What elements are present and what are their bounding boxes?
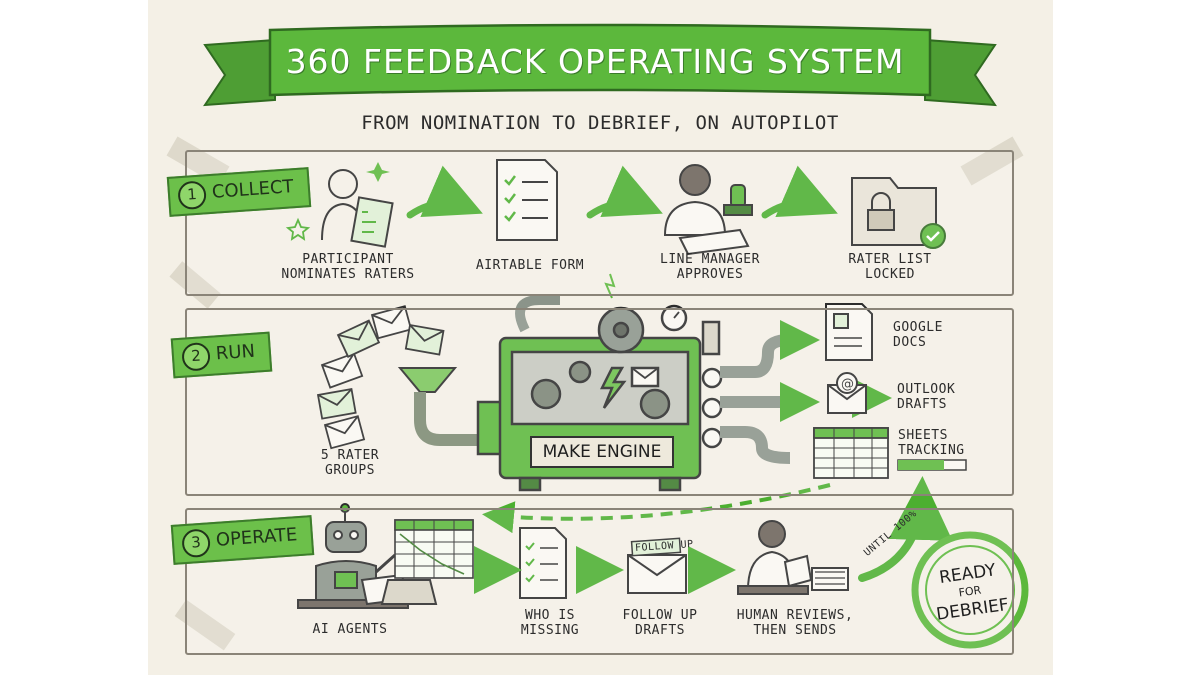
collect-flow-arrows: [406, 165, 838, 219]
manager-label-line2: APPROVES: [676, 267, 744, 282]
rater-groups-label: 5 RATER GROUPS: [295, 448, 405, 478]
step-label: RUN: [215, 340, 256, 365]
laptop-icon: [380, 579, 438, 605]
star-icon: [285, 217, 311, 241]
followup-envelope-icon: [627, 537, 687, 594]
step-label: COLLECT: [211, 176, 295, 203]
operate-panel: [185, 508, 1014, 655]
rater-groups-line2: GROUPS: [325, 463, 375, 478]
step-label: OPERATE: [215, 524, 298, 551]
collect-panel: [185, 150, 1014, 296]
manager-label-line1: LINE MANAGER: [660, 252, 760, 267]
ai-agents-label: AI AGENTS: [312, 622, 388, 637]
google-docs-line2: DOCS: [893, 335, 927, 350]
outlook-drafts-label: OUTLOOK DRAFTS: [897, 382, 955, 412]
tracking-progress-bar: [897, 459, 967, 471]
svg-text:@: @: [841, 377, 854, 392]
participant-label-line1: PARTICIPANT: [302, 252, 394, 267]
outlook-line2: DRAFTS: [897, 397, 947, 412]
engine-output-arrows: [780, 320, 892, 422]
agent-spreadsheet-icon: [394, 519, 474, 579]
sheets-tracking-icon: [813, 427, 889, 479]
sparkle-icon: [366, 162, 390, 182]
page-subtitle: FROM NOMINATION TO DEBRIEF, ON AUTOPILOT: [361, 112, 839, 134]
followup-line1: FOLLOW UP: [622, 608, 698, 623]
human-reviews-label: HUMAN REVIEWS, THEN SENDS: [725, 608, 865, 638]
airtable-form-label: AIRTABLE FORM: [475, 258, 585, 273]
sheets-line2: TRACKING: [898, 443, 965, 458]
ready-stamp-text: READY FOR DEBRIEF: [922, 559, 1019, 625]
human-reviewer-icon: [737, 520, 849, 595]
followup-line2: DRAFTS: [635, 623, 685, 638]
engine-funnel-icon: [397, 367, 478, 446]
step-number: 3: [181, 528, 212, 559]
tape-mid-left: [169, 261, 221, 309]
form-icon: [496, 159, 558, 241]
make-engine-label: MAKE ENGINE: [530, 436, 674, 468]
ai-agent-robot-icon: [297, 503, 409, 609]
human-line2: THEN SENDS: [753, 623, 837, 638]
who-missing-line2: MISSING: [520, 623, 580, 638]
manager-label: LINE MANAGER APPROVES: [640, 252, 780, 282]
google-docs-icon: [825, 303, 873, 361]
tape-top-right: [960, 136, 1024, 186]
who-missing-label: WHO IS MISSING: [500, 608, 600, 638]
sheets-tracking-label: SHEETS TRACKING: [898, 428, 965, 458]
google-docs-label: GOOGLE DOCS: [893, 320, 943, 350]
rater-groups-line1: 5 RATER: [320, 448, 380, 463]
google-docs-line1: GOOGLE: [893, 320, 943, 335]
tape-bottom-left: [174, 599, 236, 651]
rater-list-label: RATER LIST LOCKED: [830, 252, 950, 282]
outlook-drafts-icon: @: [827, 372, 867, 414]
page-title: 360 FEEDBACK OPERATING SYSTEM: [285, 42, 905, 81]
who-missing-line1: WHO IS: [525, 608, 575, 623]
followup-drafts-label: FOLLOW UP DRAFTS: [605, 608, 715, 638]
participant-label-line2: NOMINATES RATERS: [281, 267, 415, 282]
human-line1: HUMAN REVIEWS,: [736, 608, 854, 623]
engine-output-pipes: [720, 334, 791, 464]
participant-icon: [321, 169, 394, 248]
step-number: 2: [181, 341, 212, 372]
ready-stamp: [911, 531, 1029, 649]
title-banner: [203, 23, 997, 107]
rater-envelopes-icon: [316, 305, 445, 450]
manager-approve-icon: [663, 164, 753, 256]
outlook-line1: OUTLOOK: [897, 382, 956, 397]
step-number: 1: [177, 180, 208, 211]
until-complete-arrow: [858, 476, 953, 582]
locked-folder-icon: [851, 177, 946, 249]
participant-label: PARTICIPANT NOMINATES RATERS: [268, 252, 428, 282]
sheets-line1: SHEETS: [898, 428, 948, 443]
rater-list-line1: RATER LIST: [848, 252, 932, 267]
rater-list-line2: LOCKED: [865, 267, 915, 282]
